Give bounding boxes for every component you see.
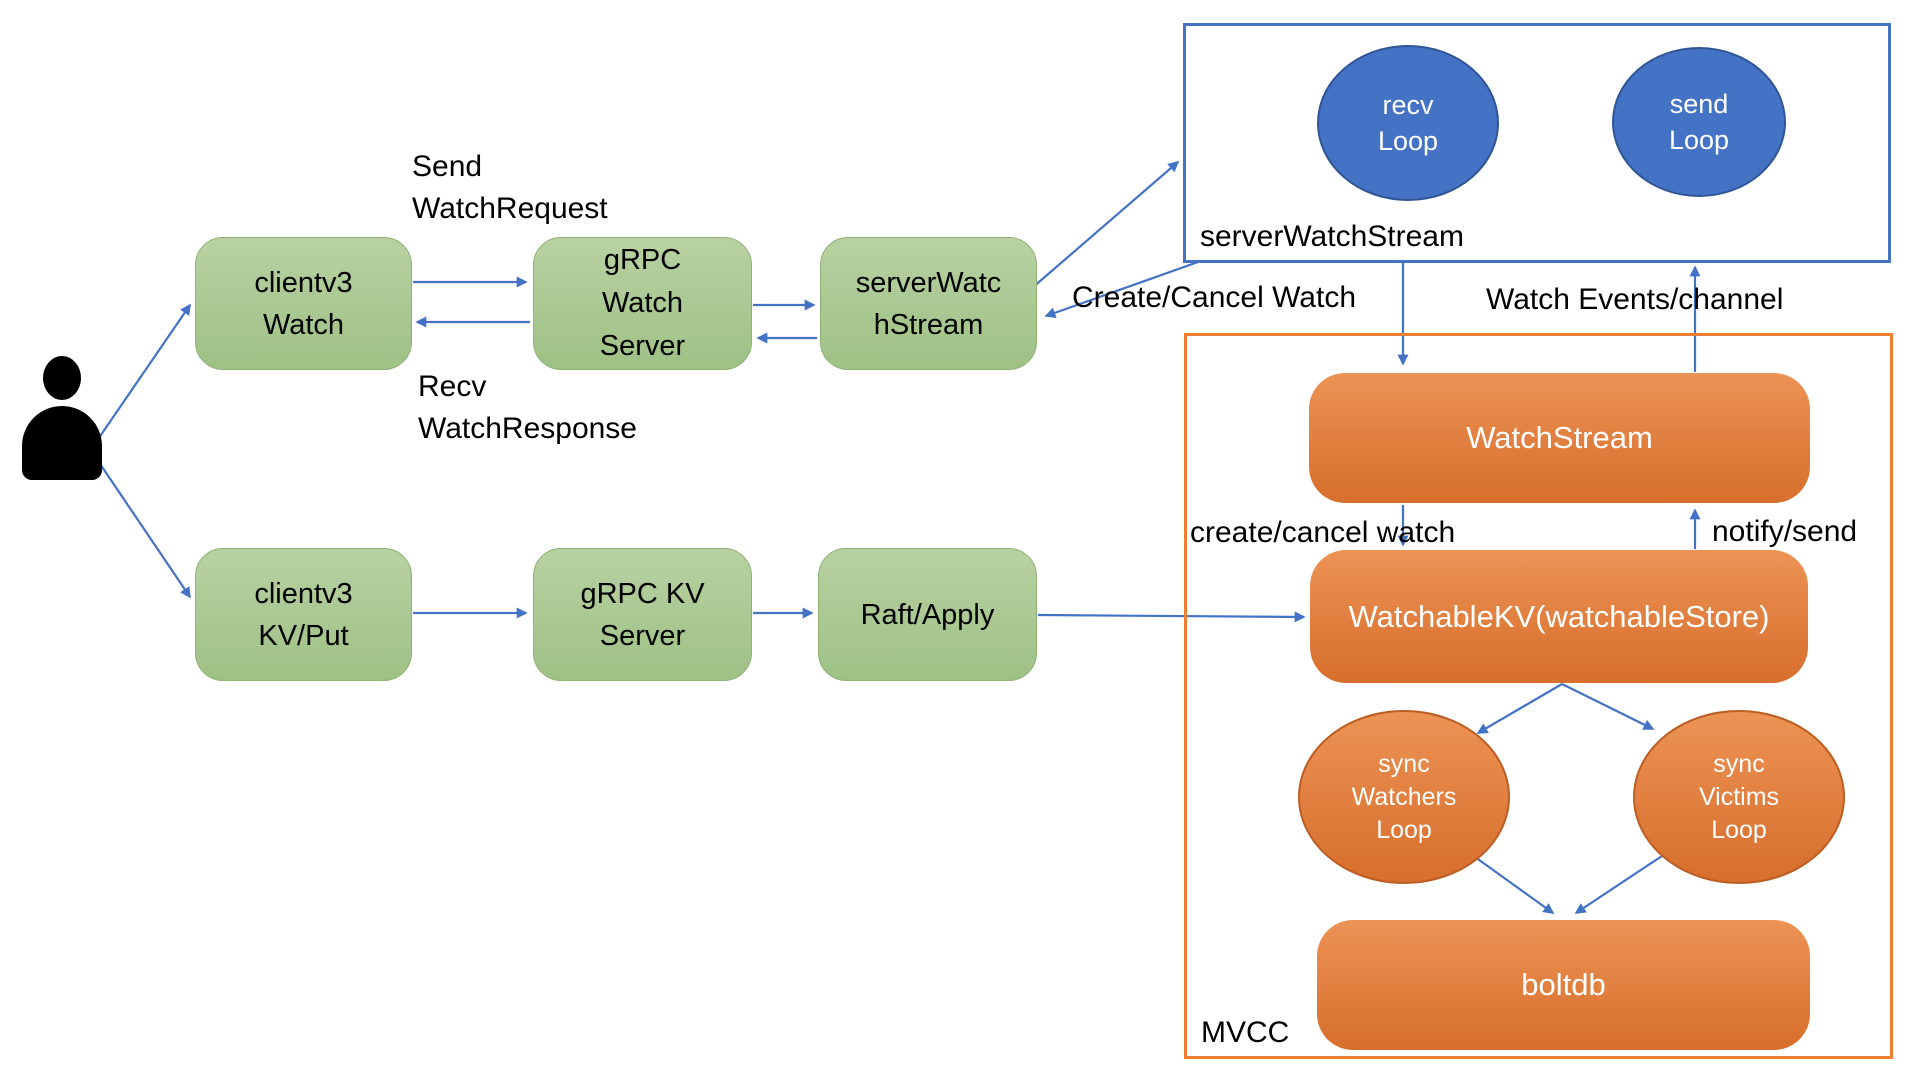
node-label-line: Server <box>599 619 686 652</box>
node-grpc-watch-server: gRPC Watch Server <box>533 237 752 370</box>
node-label-line: KV/Put <box>258 619 349 652</box>
node-label-line: Loop <box>1668 125 1730 155</box>
user-icon <box>22 356 102 480</box>
mvcc-container: MVCC <box>1184 333 1893 1059</box>
label-send-watchrequest: Send WatchRequest <box>412 146 608 230</box>
node-label-line: Loop <box>1711 815 1767 844</box>
node-label-line: WatchableKV(watchableStore) <box>1348 598 1770 634</box>
node-recv-loop: recv Loop <box>1317 45 1499 201</box>
edge-label-line: WatchResponse <box>418 412 637 445</box>
edge-label-line: Recv <box>418 370 487 403</box>
label-watch-events-channel: Watch Events/channel <box>1486 283 1784 316</box>
server-watch-stream-container-label: serverWatchStream <box>1200 220 1464 253</box>
edge-label-line: WatchRequest <box>412 192 608 225</box>
node-label-line: Watch <box>601 287 684 319</box>
user-icon-head <box>43 356 81 400</box>
node-label-line: Raft/Apply <box>860 598 995 631</box>
node-server-watch-stream: serverWatc hStream <box>820 237 1037 370</box>
server-watch-stream-container: serverWatchStream <box>1183 23 1891 263</box>
node-label-line: Loop <box>1377 126 1439 156</box>
node-sync-watchers-loop: sync Watchers Loop <box>1298 710 1510 884</box>
node-label-line: Watch <box>262 308 345 341</box>
mvcc-container-label: MVCC <box>1201 1016 1290 1049</box>
node-label-line: Loop <box>1376 815 1432 844</box>
node-label-line: recv <box>1382 90 1434 120</box>
node-label-line: send <box>1669 89 1729 119</box>
node-label-line: sync <box>1378 749 1430 778</box>
node-label-line: boltdb <box>1521 967 1606 1002</box>
node-label-line: clientv3 <box>254 266 353 299</box>
node-label-line: gRPC <box>603 244 682 276</box>
node-raft-apply: Raft/Apply <box>818 548 1037 681</box>
edge-label-line: Send <box>412 150 483 183</box>
node-label-line: Victims <box>1698 782 1780 811</box>
node-label-line: sync <box>1713 749 1765 778</box>
node-send-loop: send Loop <box>1612 47 1786 197</box>
node-label-line: clientv3 <box>254 577 353 610</box>
arrow-user-to-clientv3-watch <box>91 303 191 449</box>
node-label-line: Watchers <box>1351 782 1457 811</box>
node-label-line: hStream <box>873 308 984 341</box>
label-create-cancel-watch: Create/Cancel Watch <box>1072 281 1357 314</box>
node-label-line: serverWatc <box>855 266 1002 299</box>
node-boltdb: boltdb <box>1317 920 1810 1050</box>
node-clientv3-kvput: clientv3 KV/Put <box>195 548 412 681</box>
label-recv-watchresponse: Recv WatchResponse <box>418 366 637 450</box>
node-label-line: WatchStream <box>1466 420 1653 455</box>
node-watchablekv: WatchableKV(watchableStore) <box>1310 550 1808 683</box>
label-notify-send: notify/send <box>1712 515 1858 548</box>
label-create-cancel-watch-lower: create/cancel watch <box>1190 516 1456 549</box>
node-sync-victims-loop: sync Victims Loop <box>1633 710 1845 884</box>
node-clientv3-watch: clientv3 Watch <box>195 237 412 370</box>
node-label-line: Server <box>599 330 686 362</box>
node-watchstream: WatchStream <box>1309 373 1810 503</box>
node-label-line: gRPC KV <box>580 577 705 610</box>
arrow-serverwatchstream-to-blue-container <box>1031 160 1180 289</box>
user-icon-body <box>22 406 102 480</box>
arrow-user-to-clientv3-kvput <box>91 451 191 599</box>
node-grpc-kv-server: gRPC KV Server <box>533 548 752 681</box>
